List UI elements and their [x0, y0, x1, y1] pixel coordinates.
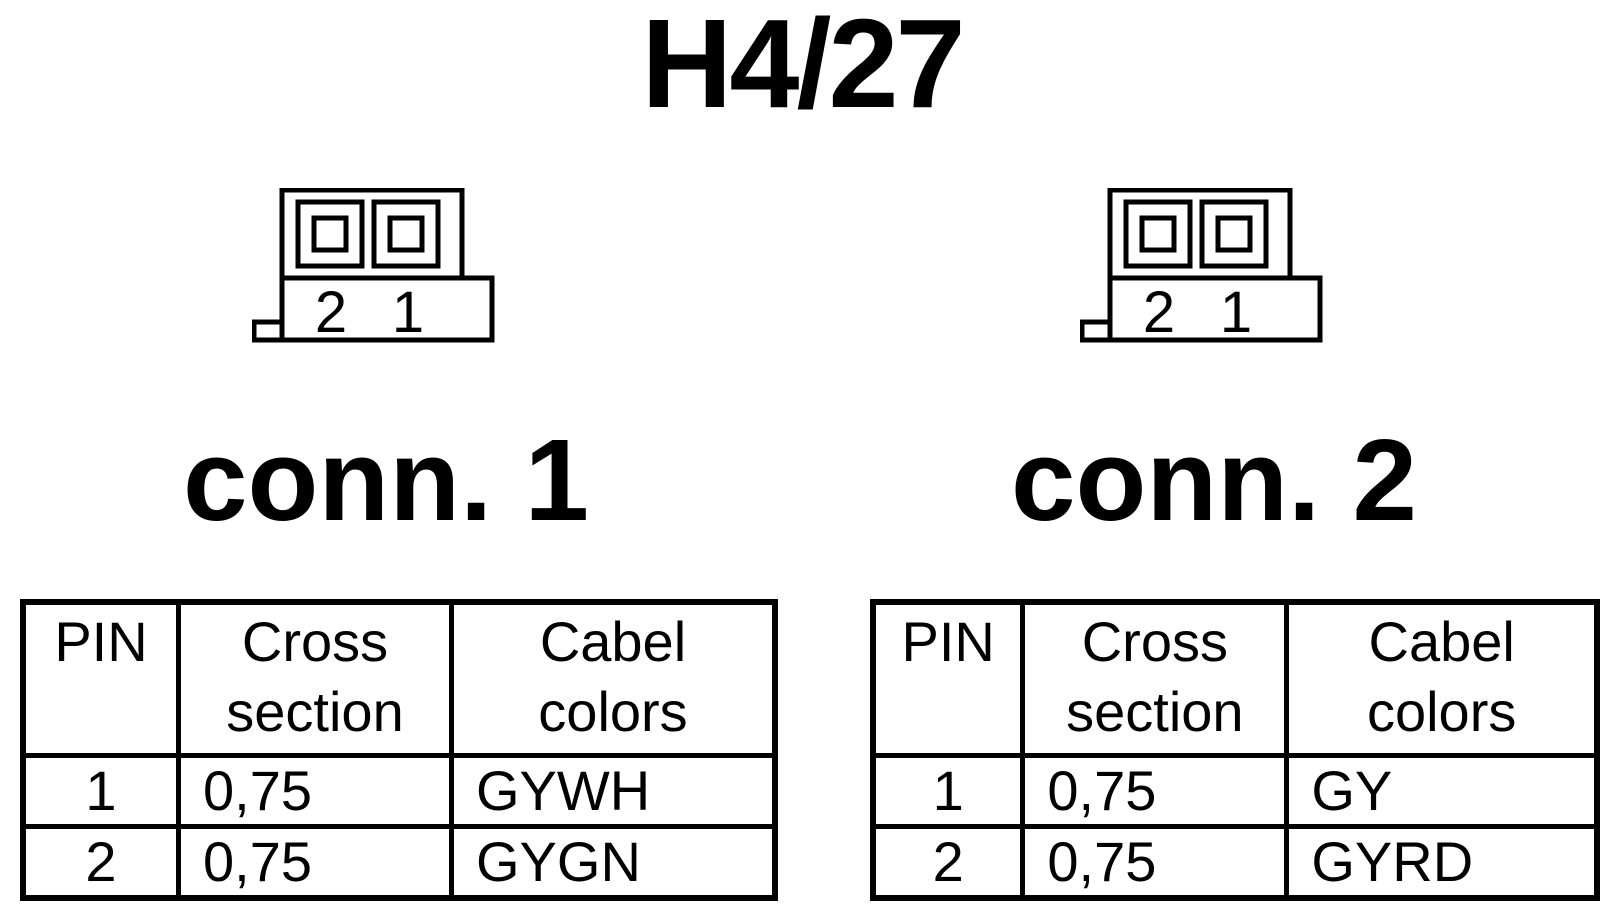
connector-2-svg: 2 1	[1080, 188, 1323, 345]
connector-2-base	[1107, 275, 1323, 343]
connector-2-pin-number-2: 2	[1143, 280, 1175, 345]
connector-1-pin-number-1: 1	[392, 280, 424, 345]
header-pin: PIN	[870, 599, 1026, 758]
header-cross-line2: section	[226, 680, 404, 743]
cell-pin: 1	[870, 753, 1026, 829]
connector-1-latch	[252, 319, 285, 343]
cell-cable-color: GYWH	[449, 753, 778, 829]
header-cross-line2: section	[1066, 680, 1244, 743]
connector-2-pin-2-outer	[1123, 199, 1193, 269]
connector-1-svg: 2 1	[252, 188, 495, 345]
table-row: 1 0,75 GYWH	[20, 753, 778, 829]
cell-cross-section: 0,75	[1020, 824, 1290, 901]
connector-2-label: conn. 2	[1010, 415, 1418, 545]
connector-2-pin-2-inner	[1139, 215, 1177, 253]
table-row: 1 0,75 GY	[870, 753, 1600, 829]
cell-pin: 1	[20, 753, 181, 829]
table-header-row: PIN Cross section Cabel colors	[870, 599, 1600, 758]
header-color-line1: Cabel	[1368, 610, 1515, 673]
connector-1-pin-table: PIN Cross section Cabel colors 1 0,75 GY…	[20, 599, 778, 901]
cell-cross-section: 0,75	[176, 824, 454, 901]
connector-2-drawing: 2 1	[1080, 188, 1328, 356]
diagram-title: H4/27	[641, 0, 965, 134]
cell-cable-color: GYGN	[449, 824, 778, 901]
header-color-line2: colors	[538, 680, 688, 743]
header-pin: PIN	[20, 599, 181, 758]
connector-1-label: conn. 1	[182, 415, 590, 545]
header-cross-line1: Cross	[1081, 610, 1228, 673]
header-color-line2: colors	[1366, 680, 1517, 743]
table-row: 2 0,75 GYRD	[870, 824, 1600, 901]
cell-cable-color: GY	[1284, 753, 1600, 829]
connector-1-pin-1-outer	[371, 199, 441, 269]
table-header-row: PIN Cross section Cabel colors	[20, 599, 778, 758]
connector-1-pin-1-inner	[387, 215, 425, 253]
connector-1-drawing: 2 1	[252, 188, 500, 356]
connector-2-pin-number-1: 1	[1220, 280, 1252, 345]
connector-2-pin-table: PIN Cross section Cabel colors 1 0,75 GY…	[870, 599, 1600, 901]
connector-1-pin-number-2: 2	[315, 280, 347, 345]
cell-cable-color: GYRD	[1284, 824, 1600, 901]
cell-cross-section: 0,75	[176, 753, 454, 829]
header-color-line1: Cabel	[539, 610, 687, 673]
connector-1-base	[279, 275, 495, 343]
table-row: 2 0,75 GYGN	[20, 824, 778, 901]
cell-pin: 2	[20, 824, 181, 901]
header-cable-colors: Cabel colors	[1284, 599, 1600, 758]
connector-1-pin-2-outer	[295, 199, 365, 269]
header-cross-section: Cross section	[1020, 599, 1290, 758]
connector-2-pin-1-inner	[1215, 215, 1253, 253]
header-cross-section: Cross section	[176, 599, 454, 758]
connector-2-pin-1-outer	[1199, 199, 1269, 269]
header-cross-line1: Cross	[241, 610, 389, 673]
connector-1-pin-2-inner	[311, 215, 349, 253]
connector-2-latch	[1080, 319, 1113, 343]
cell-cross-section: 0,75	[1020, 753, 1290, 829]
cell-pin: 2	[870, 824, 1026, 901]
header-cable-colors: Cabel colors	[449, 599, 778, 758]
